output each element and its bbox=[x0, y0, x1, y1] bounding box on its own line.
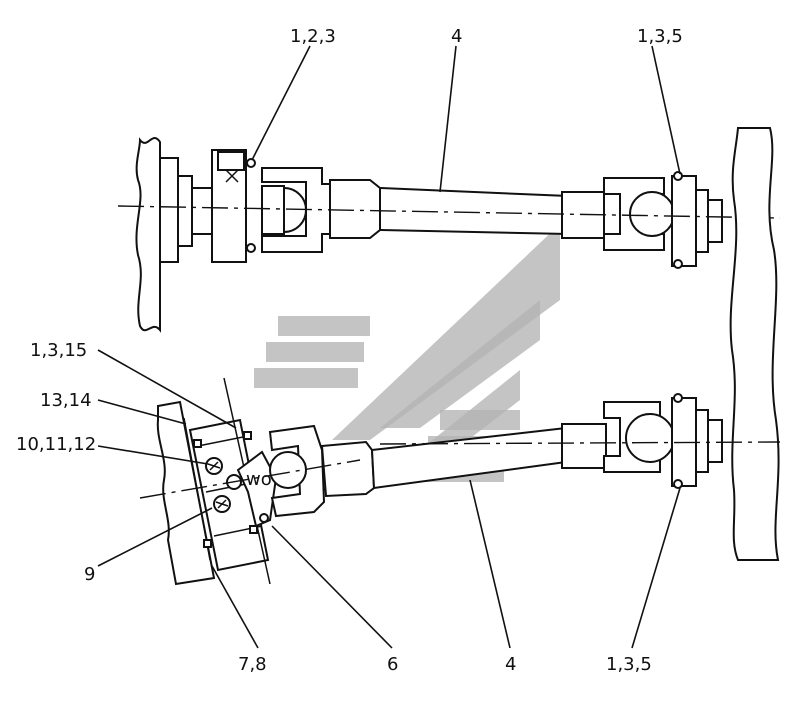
bolt-icon bbox=[673, 171, 683, 181]
top-shaft bbox=[379, 186, 569, 236]
callout-bottom-shaft: 4 bbox=[505, 654, 516, 675]
leader-lines bbox=[97, 45, 681, 649]
bottom-left-cross bbox=[269, 451, 307, 489]
left-frame-wall bbox=[135, 137, 161, 333]
bolt-icon bbox=[673, 393, 683, 403]
bottom-centerline-left bbox=[139, 459, 361, 499]
top-left-yoke bbox=[261, 167, 331, 253]
bottom-slip-joint bbox=[320, 440, 376, 498]
bottom-centerline-right bbox=[379, 441, 781, 445]
left-base-plate bbox=[156, 400, 216, 586]
bolt-icon bbox=[246, 158, 256, 168]
callout-bottom-right-flange: 1,3,5 bbox=[606, 654, 652, 675]
right-frame-wall bbox=[729, 127, 780, 561]
bolt-icon bbox=[259, 513, 269, 523]
callout-left-flange-b: 13,14 bbox=[40, 390, 92, 411]
bolt-icon bbox=[246, 243, 256, 253]
top-left-flange-cap bbox=[217, 151, 245, 171]
callout-left-bolts: 10,11,12 bbox=[16, 434, 96, 455]
callout-lever: 6 bbox=[387, 654, 398, 675]
left-mount-plate bbox=[159, 157, 179, 263]
callout-left-base: 9 bbox=[84, 564, 95, 585]
callout-top-right-flange: 1,3,5 bbox=[637, 26, 683, 47]
top-right-flange bbox=[671, 175, 697, 267]
callout-left-flange-a: 1,3,15 bbox=[30, 340, 87, 361]
svg-text:wo: wo bbox=[246, 469, 272, 490]
top-centerline bbox=[117, 205, 781, 219]
bottom-assembly: wo bbox=[139, 377, 781, 586]
top-slip-joint bbox=[329, 179, 381, 239]
callout-top-shaft: 4 bbox=[451, 26, 462, 47]
callout-top-left-joint: 1,2,3 bbox=[290, 26, 336, 47]
bolt-icon bbox=[673, 479, 683, 489]
callout-left-bottom: 7,8 bbox=[238, 654, 267, 675]
left-hub bbox=[177, 175, 193, 247]
bottom-right-cross bbox=[625, 413, 675, 463]
bolt-icon bbox=[673, 259, 683, 269]
bottom-left-yoke bbox=[268, 424, 326, 518]
top-assembly bbox=[117, 137, 781, 333]
left-mounting-bracket bbox=[188, 418, 270, 572]
left-hub-inner bbox=[191, 187, 213, 235]
top-right-cross bbox=[629, 191, 675, 237]
lever-arm bbox=[236, 450, 278, 528]
